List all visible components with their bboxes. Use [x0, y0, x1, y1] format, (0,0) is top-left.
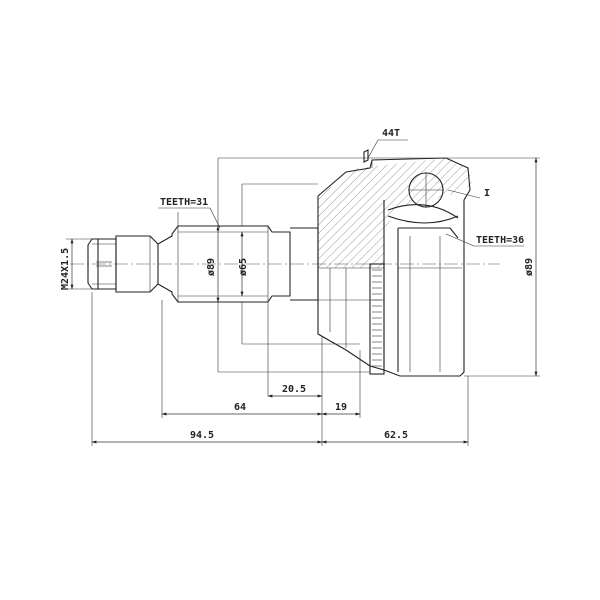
dia-shaft-label: ø89 [206, 258, 217, 276]
dimension-lines [66, 157, 538, 444]
leader-lines [158, 139, 524, 247]
outer-bell [317, 149, 472, 377]
dim-19-label: 19 [335, 402, 347, 413]
teeth-outer-label: 44T [382, 128, 400, 139]
teeth-inner-label: TEETH=36 [476, 235, 524, 246]
thread-label: M24X1.5 [60, 248, 71, 290]
abs-tone-ring [369, 263, 385, 375]
dia-body-label: ø89 [524, 258, 535, 276]
dim-20-5-label: 20.5 [282, 384, 306, 395]
extension-lines [91, 157, 540, 446]
dim-94-5-label: 94.5 [190, 430, 214, 441]
dia-seat-label: ø65 [238, 258, 249, 276]
detail-mark-label: I [484, 188, 490, 199]
dim-64-label: 64 [234, 402, 246, 413]
teeth-shaft-label: TEETH=31 [160, 197, 208, 208]
dim-62-5-label: 62.5 [384, 430, 408, 441]
